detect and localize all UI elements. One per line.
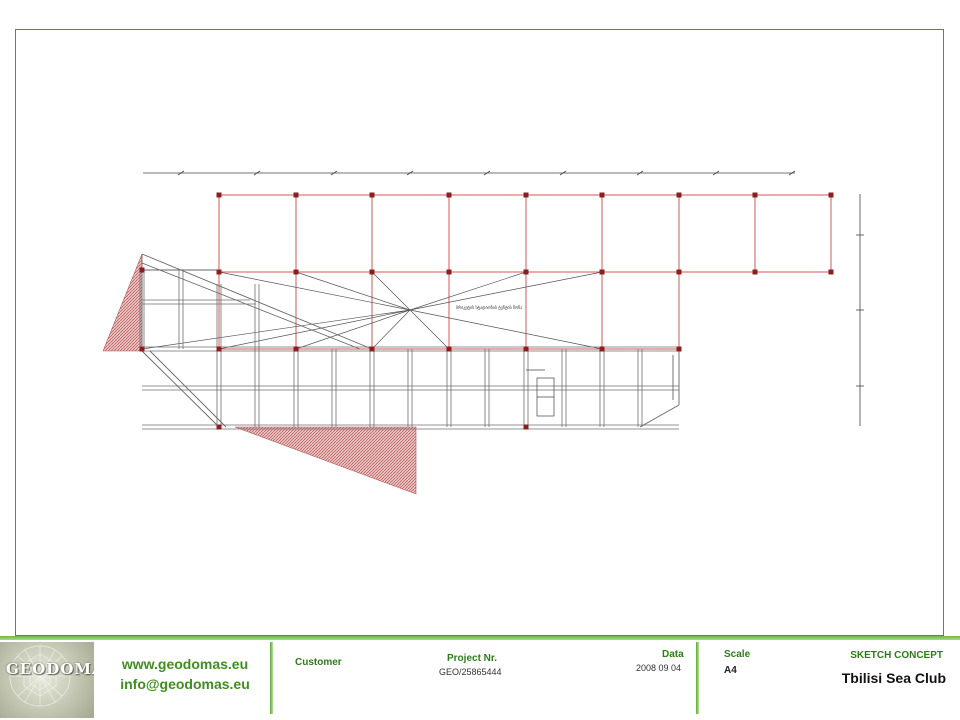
top-dimension-line	[143, 170, 796, 176]
column	[216, 192, 222, 198]
title-block-divider	[270, 642, 273, 714]
website-link[interactable]: www.geodomas.eu	[121, 656, 249, 672]
angled-wall	[141, 253, 373, 428]
bracing-line	[371, 309, 411, 350]
column	[676, 269, 682, 275]
bracing-line	[409, 309, 450, 350]
dimension-tick	[788, 170, 796, 176]
company-logo: GEODOMAS	[0, 642, 94, 718]
column	[216, 346, 222, 352]
dimension-tick	[330, 170, 338, 176]
column	[828, 269, 834, 275]
bracing-line	[295, 309, 411, 350]
bracing-line	[409, 271, 603, 311]
column	[828, 192, 834, 198]
dimension-tick	[406, 170, 414, 176]
column	[446, 269, 452, 275]
title-block-divider	[696, 642, 699, 714]
column	[523, 346, 529, 352]
column	[752, 269, 758, 275]
columns	[139, 192, 834, 430]
stage-label: SKETCH CONCEPT	[850, 650, 943, 661]
column	[293, 346, 299, 352]
stair-core	[526, 369, 555, 417]
customer-label: Customer	[295, 657, 342, 668]
column	[523, 269, 529, 275]
column	[446, 346, 452, 352]
floor-plan: ბრიკეტის სტადიონის ტენტის ზონა	[102, 170, 864, 495]
bracing-line	[409, 271, 527, 311]
right-dimension-line	[856, 194, 864, 426]
scale-label: Scale	[724, 649, 751, 660]
right-chamfer	[639, 349, 680, 428]
geodesic-dome-icon	[9, 645, 71, 707]
diagonal-bracing	[141, 271, 603, 350]
dimension-tick	[636, 170, 644, 176]
room-note: ბრიკეტის სტადიონის ტენტის ზონა	[456, 305, 522, 310]
date-value: 2008 09 04	[636, 663, 682, 673]
title-block-top-rule	[0, 636, 960, 640]
column	[446, 192, 452, 198]
column	[676, 192, 682, 198]
column	[369, 192, 375, 198]
dimension-tick	[712, 170, 720, 176]
bracing-line	[218, 309, 411, 350]
column	[293, 192, 299, 198]
column	[599, 346, 605, 352]
column	[139, 346, 145, 352]
dimension-tick	[483, 170, 491, 176]
column	[523, 424, 529, 430]
dimension-tick	[559, 170, 567, 176]
left-hatched-wing	[102, 253, 143, 352]
dimension-tick	[177, 170, 185, 176]
project-title: Tbilisi Sea Club	[841, 670, 946, 686]
column	[369, 346, 375, 352]
bracing-line	[141, 309, 411, 350]
column	[139, 267, 145, 273]
drawing-frame	[15, 29, 944, 636]
project-nr-value: GEO/25865444	[439, 667, 502, 677]
scale-value: A4	[724, 665, 737, 676]
bracing-line	[295, 271, 411, 311]
bracing-line	[371, 271, 411, 311]
column	[369, 269, 375, 275]
lower-beam-grid	[139, 270, 679, 430]
column	[676, 346, 682, 352]
bracing-line	[409, 309, 603, 350]
bracing-line	[218, 271, 411, 311]
date-label: Data	[662, 649, 684, 660]
column	[216, 424, 222, 430]
title-block: GEODOMAS www.geodomas.eu info@geodomas.e…	[0, 636, 960, 720]
column	[599, 192, 605, 198]
dimension-tick	[253, 170, 261, 176]
column	[599, 269, 605, 275]
logo-text: GEODOMAS	[6, 660, 94, 678]
column	[523, 192, 529, 198]
bottom-hatched-wing	[234, 426, 417, 495]
column	[216, 269, 222, 275]
project-nr-label: Project Nr.	[447, 653, 498, 664]
email-link[interactable]: info@geodomas.eu	[120, 676, 250, 692]
column	[293, 269, 299, 275]
column	[752, 192, 758, 198]
